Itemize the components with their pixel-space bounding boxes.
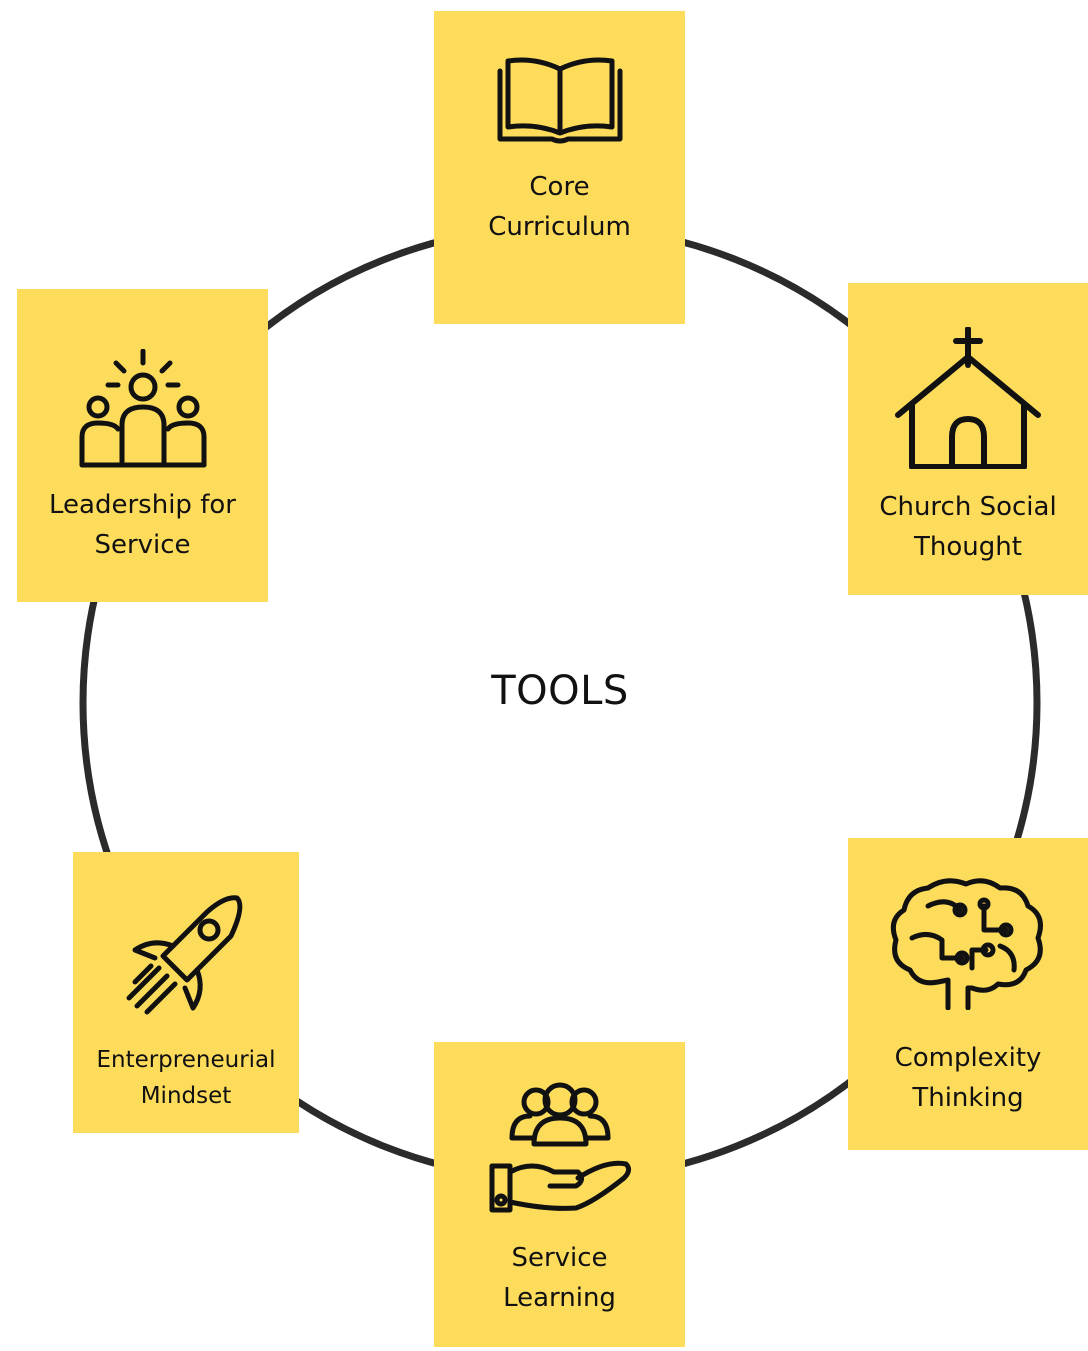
tool-card-service-learning: Service Learning xyxy=(434,1042,685,1347)
tool-label: Service Learning xyxy=(503,1243,616,1313)
tool-label: Enterpreneurial Mindset xyxy=(96,1047,276,1109)
rocket-icon xyxy=(121,892,251,1016)
open-book-icon xyxy=(490,53,630,153)
tool-label: Complexity Thinking xyxy=(894,1043,1042,1113)
brain-circuit-icon xyxy=(888,876,1048,1010)
tool-label: Core Curriculum xyxy=(488,172,631,242)
tool-card-church-social-thought: Church Social Thought xyxy=(848,283,1088,595)
tool-card-entrepreneurial-mindset: Enterpreneurial Mindset xyxy=(73,852,299,1133)
hand-holding-people-icon xyxy=(482,1080,638,1216)
center-title: TOOLS xyxy=(491,668,629,714)
team-leader-icon xyxy=(78,349,208,469)
tool-label: Church Social Thought xyxy=(879,492,1057,562)
tool-label: Leadership for Service xyxy=(49,490,236,560)
tool-card-leadership-for-service: Leadership for Service xyxy=(17,289,268,602)
tool-card-complexity-thinking: Complexity Thinking xyxy=(848,838,1088,1150)
church-icon xyxy=(894,327,1042,469)
tool-card-core-curriculum: Core Curriculum xyxy=(434,11,685,324)
